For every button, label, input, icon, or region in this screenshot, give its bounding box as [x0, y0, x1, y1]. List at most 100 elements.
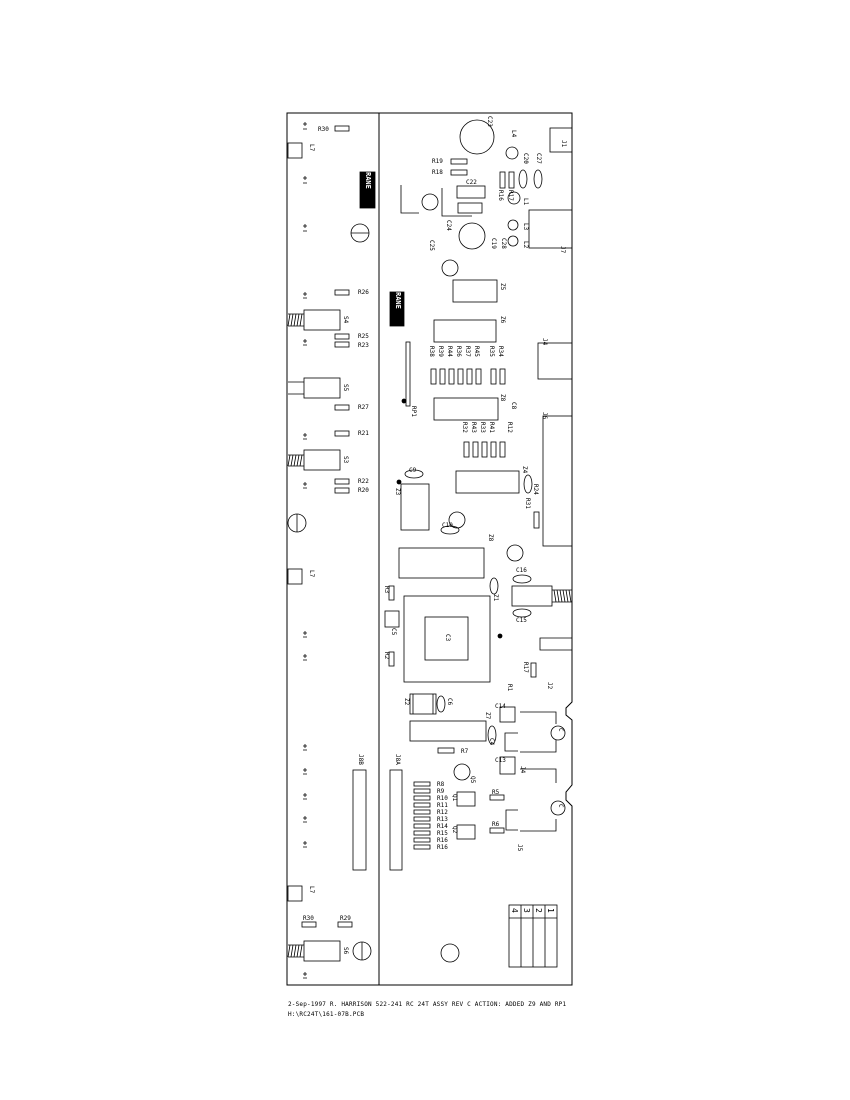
label-r22: R22: [358, 478, 369, 485]
transistor-q1: [456, 791, 476, 807]
label-l7: L7: [308, 570, 315, 578]
label-r38: R38: [428, 346, 435, 357]
label-c3: C3: [444, 634, 451, 642]
label-r5: R5: [492, 789, 500, 796]
label-r2: R2: [383, 652, 390, 660]
revision-table: [508, 904, 558, 968]
table-number: 2: [534, 908, 543, 913]
resistor-stack: [413, 781, 431, 850]
resistor-row-2: [463, 441, 506, 458]
ic-z1-center: [424, 616, 469, 661]
resistor: [388, 585, 395, 601]
label-z6: Z6: [499, 316, 506, 324]
capacitor-c6: [436, 695, 446, 713]
ic-z3: [400, 483, 430, 531]
label-c10: C10: [442, 522, 453, 529]
label-c27: C27: [535, 153, 542, 164]
label-z8: Z8: [499, 394, 506, 402]
jack-outline: [520, 711, 557, 753]
label-r3: R3: [383, 586, 390, 594]
label-z7: Z7: [484, 712, 491, 720]
label-r18: R18: [432, 169, 443, 176]
label-c-jack: C: [557, 804, 564, 808]
resistor-left: [334, 341, 350, 348]
inductor-l7-bottom: [287, 885, 303, 902]
label-z1: Z1: [492, 594, 499, 602]
label-r43: R43: [470, 422, 477, 433]
connector-j8b: [352, 769, 367, 871]
label-r15: R15: [437, 830, 448, 837]
switch-s6: [303, 940, 341, 962]
label-r33: R33: [479, 422, 486, 433]
label-l4: L4: [510, 130, 517, 138]
label-c28: C28: [500, 238, 507, 249]
label-l1: L1: [522, 198, 529, 206]
label-r34: R34: [497, 346, 504, 357]
switch-shafts: [287, 313, 304, 958]
label-j6: J6: [541, 412, 548, 420]
label-r45: R45: [473, 346, 480, 357]
connector-j7: [528, 209, 573, 249]
ic-z5: [452, 279, 498, 303]
ic-z2-inner: [412, 694, 434, 714]
label-r20: R20: [358, 487, 369, 494]
label-j2: J2: [546, 682, 553, 690]
jack-outline: [520, 768, 557, 832]
resistor-left: [334, 404, 350, 411]
left-board-outline: [286, 112, 380, 986]
label-l7: L7: [308, 144, 315, 152]
ic-z8-large: [398, 547, 485, 579]
resistor-r7: [437, 747, 455, 754]
ic-z4: [455, 470, 520, 494]
regulator: [457, 202, 483, 214]
switch-s3: [303, 449, 341, 471]
right-panel: [384, 119, 573, 968]
label-z8b: Z8: [487, 534, 494, 542]
label-s6: S6: [342, 947, 349, 955]
resistor-r18: [450, 169, 468, 176]
pin1-dot: [396, 479, 402, 485]
label-c13: C13: [495, 757, 506, 764]
label-q2: Q2: [451, 826, 458, 834]
capacitor: [448, 511, 466, 529]
resistor-left: [334, 478, 350, 485]
label-r10: R10: [437, 795, 448, 802]
label-r11: R11: [437, 802, 448, 809]
label-r14: R14: [437, 823, 448, 830]
connector-j1: [549, 127, 573, 153]
table-number: 1: [546, 908, 555, 913]
label-r6: R6: [492, 821, 500, 828]
jack-outline: [504, 732, 518, 752]
label-r44: R44: [446, 346, 453, 357]
label-c8: C8: [510, 402, 517, 410]
transistor-q2: [456, 824, 476, 840]
label-l3: L3: [522, 223, 529, 231]
regulator-c5: [384, 610, 400, 628]
pin1-dot: [401, 398, 407, 404]
label-r25: R25: [358, 333, 369, 340]
jack-hole-c: [550, 800, 566, 816]
label-z3: Z3: [394, 488, 401, 496]
table-number: 3: [522, 908, 531, 913]
jack-hole-c: [550, 725, 566, 741]
resistor-left: [301, 921, 317, 928]
label-r39: R39: [437, 346, 444, 357]
resistor: [533, 511, 540, 529]
label-c9: C9: [409, 467, 417, 474]
heatsink-outline: [400, 185, 419, 214]
pin1-dot: [497, 633, 503, 639]
resistor: [499, 171, 506, 189]
label-rp1: RP1: [410, 406, 417, 417]
rane-logo-right: [389, 291, 405, 327]
capacitor-c16: [512, 574, 532, 584]
label-r1: R1: [506, 684, 513, 692]
label-r12: R12: [506, 422, 513, 433]
label-r23: R23: [358, 342, 369, 349]
resistor-pack-rp1: [405, 341, 411, 407]
capacitor: [421, 193, 439, 211]
rane-logo-text: RANE: [364, 172, 372, 189]
table-number: 4: [510, 908, 519, 913]
capacitor: [506, 544, 524, 562]
label-c14: C14: [495, 703, 506, 710]
